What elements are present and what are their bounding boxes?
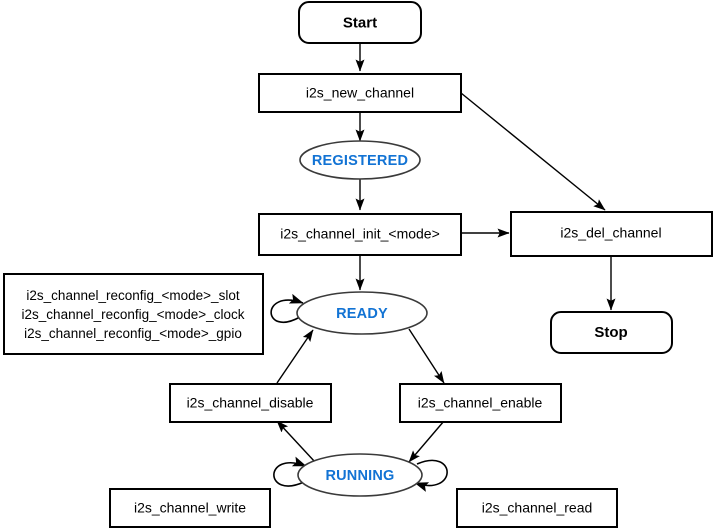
reconfig-line-slot: i2s_channel_reconfig_<mode>_slot bbox=[26, 288, 239, 303]
operation-del-channel-label: i2s_del_channel bbox=[560, 225, 661, 241]
edge-ready-self-loop bbox=[270, 293, 304, 324]
operation-channel-init[interactable]: i2s_channel_init_<mode> bbox=[258, 213, 462, 256]
state-registered[interactable]: REGISTERED bbox=[299, 140, 421, 180]
operation-channel-write[interactable]: i2s_channel_write bbox=[109, 488, 271, 528]
operation-channel-disable-label: i2s_channel_disable bbox=[187, 395, 314, 411]
edge-channel-disable-to-ready bbox=[276, 329, 314, 384]
operation-channel-enable[interactable]: i2s_channel_enable bbox=[399, 383, 562, 423]
terminal-start[interactable]: Start bbox=[298, 1, 422, 44]
reconfig-operations-box[interactable]: i2s_channel_reconfig_<mode>_slot i2s_cha… bbox=[3, 273, 264, 355]
edge-channel-enable-to-running bbox=[408, 420, 445, 463]
operation-channel-read[interactable]: i2s_channel_read bbox=[456, 488, 618, 528]
edge-new-channel-to-del-channel bbox=[460, 92, 606, 211]
state-ready-label: READY bbox=[336, 306, 388, 322]
operation-channel-disable[interactable]: i2s_channel_disable bbox=[169, 383, 332, 423]
state-ready[interactable]: READY bbox=[296, 291, 428, 335]
operation-new-channel-label: i2s_new_channel bbox=[306, 85, 414, 101]
operation-channel-enable-label: i2s_channel_enable bbox=[418, 395, 543, 411]
edge-running-self-loop-left bbox=[273, 456, 307, 487]
state-registered-label: REGISTERED bbox=[312, 153, 408, 169]
operation-channel-init-label: i2s_channel_init_<mode> bbox=[280, 226, 440, 242]
edge-running-self-loop-right bbox=[414, 459, 448, 492]
terminal-start-label: Start bbox=[343, 14, 377, 31]
operation-channel-write-label: i2s_channel_write bbox=[134, 500, 246, 516]
operation-channel-read-label: i2s_channel_read bbox=[482, 500, 593, 516]
reconfig-line-gpio: i2s_channel_reconfig_<mode>_gpio bbox=[24, 326, 242, 341]
edge-running-to-channel-disable bbox=[276, 420, 316, 463]
state-running[interactable]: RUNNING bbox=[297, 453, 423, 497]
reconfig-line-clock: i2s_channel_reconfig_<mode>_clock bbox=[22, 307, 245, 322]
state-running-label: RUNNING bbox=[325, 468, 394, 484]
terminal-stop-label: Stop bbox=[594, 324, 627, 341]
terminal-stop[interactable]: Stop bbox=[550, 311, 673, 354]
edge-ready-to-channel-enable bbox=[408, 328, 445, 384]
operation-new-channel[interactable]: i2s_new_channel bbox=[258, 73, 462, 113]
operation-del-channel[interactable]: i2s_del_channel bbox=[510, 211, 713, 257]
